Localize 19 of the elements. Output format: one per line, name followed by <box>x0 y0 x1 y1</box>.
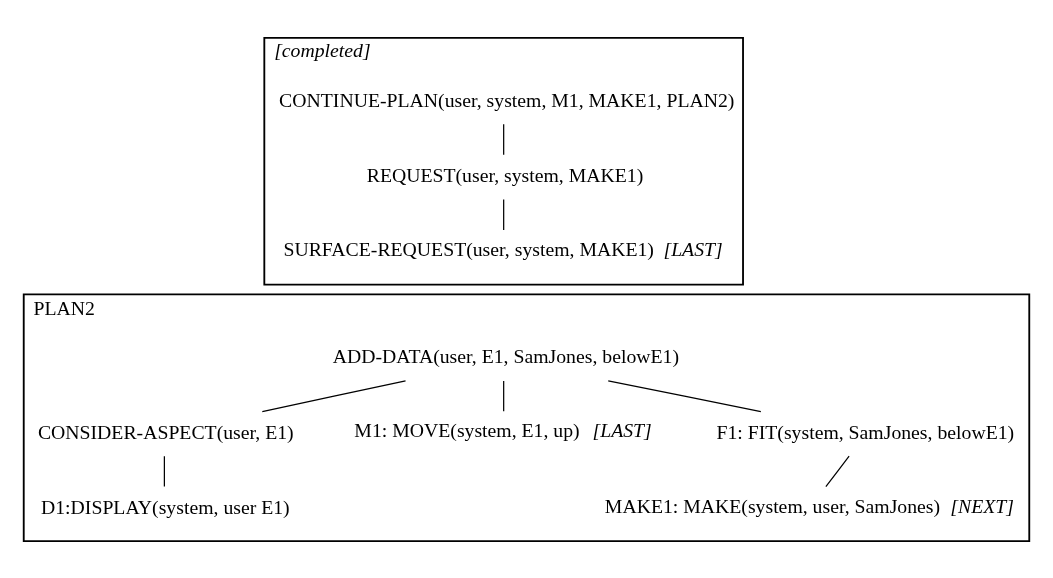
connector <box>825 455 850 487</box>
node-label: [LAST] <box>592 418 652 441</box>
node-text: CONTINUE-PLAN(user, system, M1, MAKE1, PLAN2) <box>279 88 735 111</box>
connector <box>607 379 762 412</box>
node-text: MAKE1: MAKE(system, user, SamJones) <box>604 494 941 517</box>
node-text: SURFACE-REQUEST(user, system, MAKE1) <box>283 237 654 260</box>
node-text: M1: MOVE(system, E1, up) <box>354 418 580 441</box>
node-text: REQUEST(user, system, MAKE1) <box>366 163 644 186</box>
connector <box>261 379 407 412</box>
node-text: D1:DISPLAY(system, user E1) <box>41 495 290 518</box>
connector <box>503 123 505 155</box>
node-text: CONSIDER-ASPECT(user, E1) <box>37 420 294 443</box>
connector <box>163 455 165 487</box>
node-text: F1: FIT(system, SamJones, belowE1) <box>716 420 1015 443</box>
node-label: [LAST] <box>663 237 723 260</box>
connector <box>503 379 505 412</box>
connector <box>503 198 505 231</box>
node-label: [NEXT] <box>950 494 1014 517</box>
node-text: ADD-DATA(user, E1, SamJones, belowE1) <box>332 344 680 367</box>
